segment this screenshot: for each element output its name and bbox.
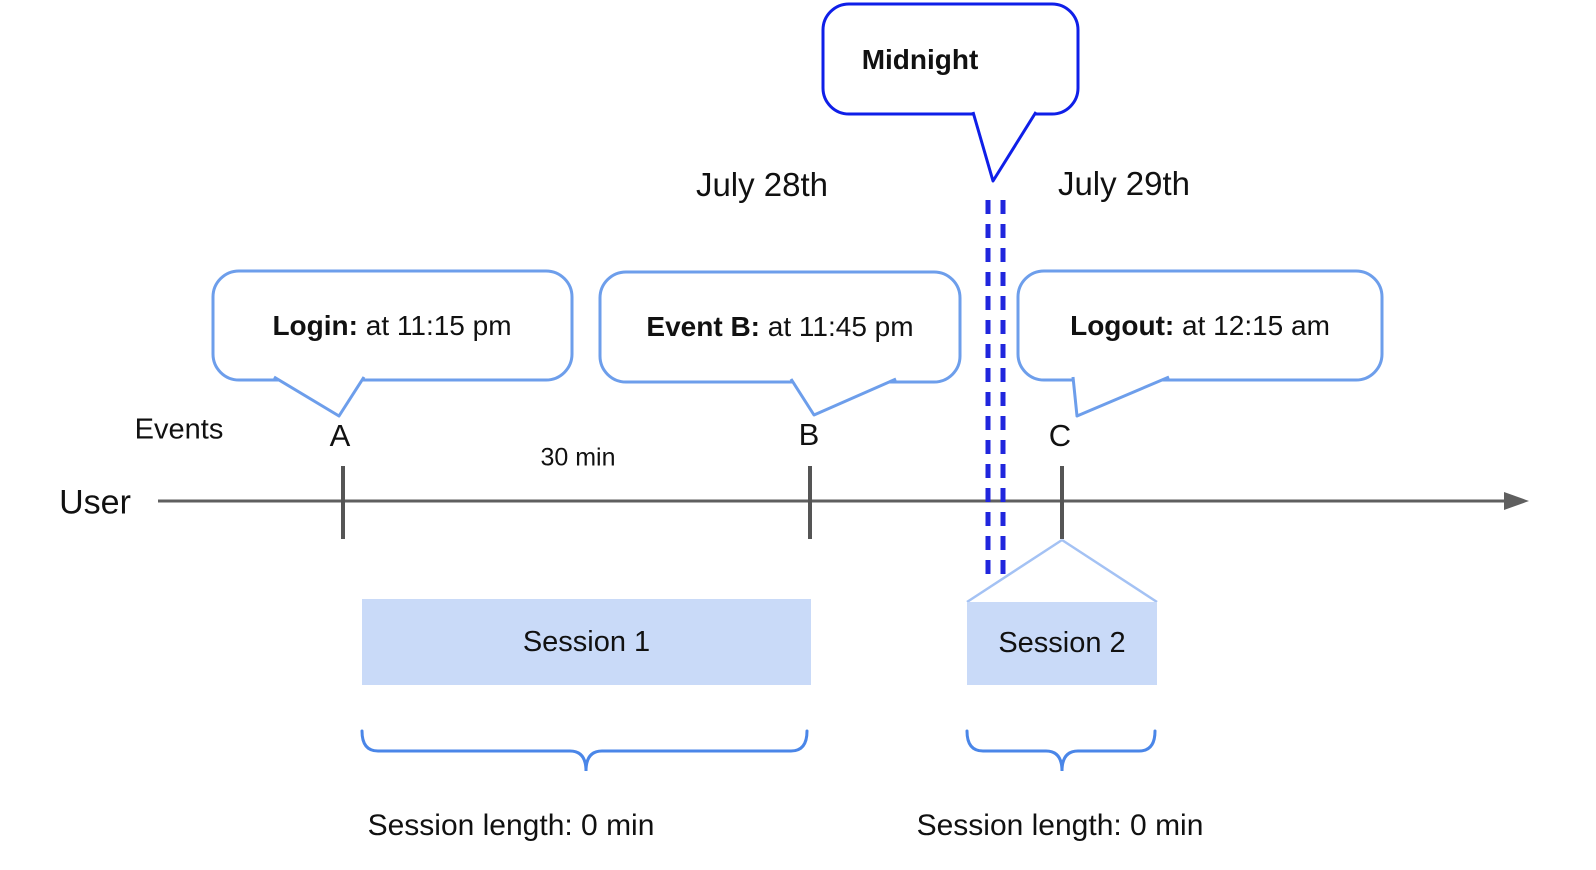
session1-brace	[360, 729, 809, 772]
timeline-arrowhead-icon	[1504, 492, 1529, 510]
session2-brace	[965, 729, 1157, 772]
session1-box: Session 1	[362, 599, 811, 685]
event-b-callout-detail: at 11:45 pm	[760, 310, 914, 342]
user-row-label: User	[59, 483, 131, 522]
session2-funnel-line-right	[1061, 538, 1158, 604]
session2-label: Session 2	[998, 627, 1126, 659]
event-b-marker-label: B	[798, 417, 820, 453]
logout-callout-tail	[1071, 375, 1170, 418]
midnight-label: Midnight	[861, 43, 979, 75]
logout-callout-bubble	[1016, 269, 1384, 382]
event-b-callout-tail	[789, 377, 897, 417]
midnight-callout-tail	[971, 111, 1038, 183]
date-july-28-label: July 28th	[695, 166, 829, 204]
event-a-marker-label: A	[329, 418, 351, 454]
date-july-29-label: July 29th	[1057, 165, 1191, 203]
session2-funnel-line-left	[966, 538, 1063, 604]
login-callout-detail: at 11:15 pm	[357, 309, 512, 341]
logout-callout-detail: at 12:15 am	[1174, 309, 1330, 341]
session2-length-label: Session length: 0 min	[916, 808, 1204, 842]
interval-30min-label: 30 min	[540, 443, 616, 472]
session2-box: Session 2	[967, 602, 1157, 685]
event-c-marker-label: C	[1048, 418, 1072, 454]
login-callout-tail	[273, 375, 366, 418]
event-b-callout-text: Event B: at 11:45 pm	[646, 311, 913, 343]
logout-callout-text: Logout: at 12:15 am	[1070, 310, 1330, 342]
session1-length-label: Session length: 0 min	[367, 808, 655, 842]
midnight-callout-bubble	[821, 2, 1080, 116]
logout-callout-title: Logout:	[1070, 309, 1175, 341]
login-callout-text: Login: at 11:15 pm	[272, 310, 511, 342]
event-b-callout-bubble	[598, 270, 962, 384]
event-b-callout-title: Event B:	[646, 310, 760, 342]
login-callout-bubble	[211, 269, 574, 382]
events-row-label: Events	[134, 413, 224, 446]
session1-label: Session 1	[522, 625, 651, 658]
login-callout-title: Login:	[272, 309, 358, 341]
